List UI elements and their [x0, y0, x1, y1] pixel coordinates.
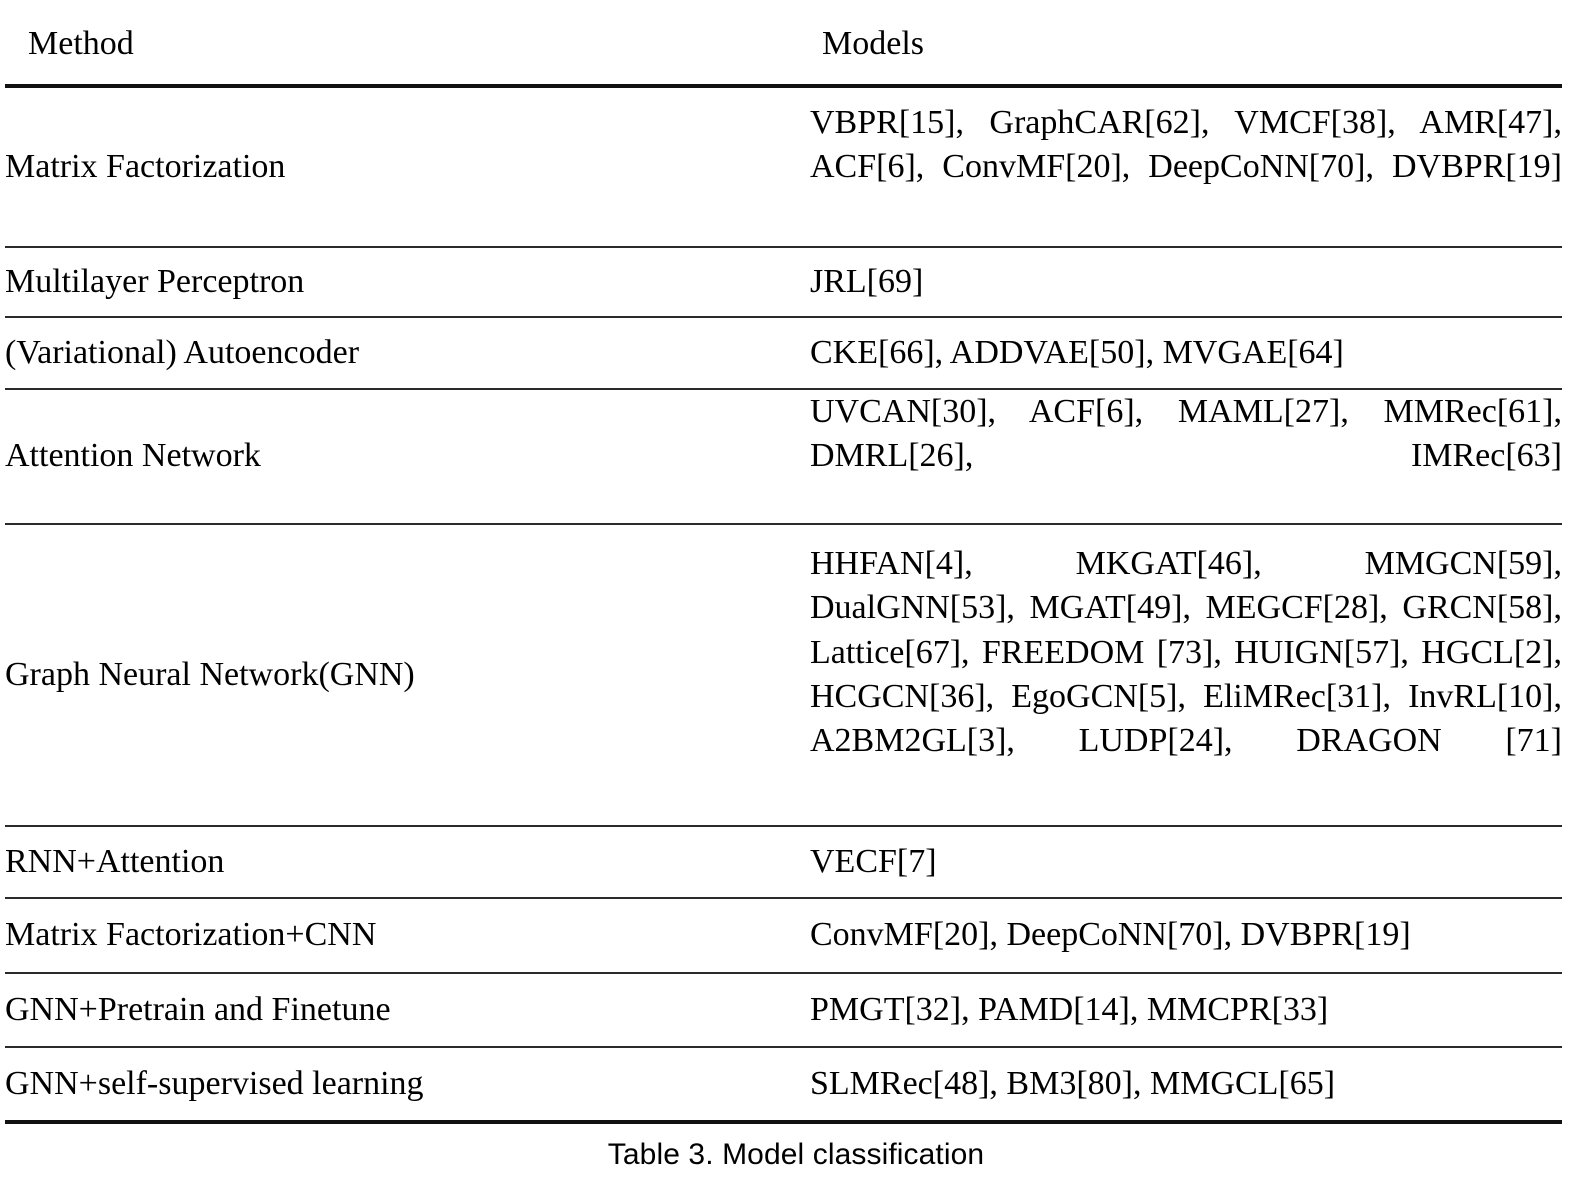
- models-text: CKE[66], ADDVAE[50], MVGAE[64]: [810, 334, 1344, 372]
- table-row: RNN+Attention VECF[7]: [5, 825, 1562, 899]
- cell-models-multilayer-perceptron: JRL[69]: [810, 247, 1562, 319]
- cell-method-matrix-factorization: Matrix Factorization: [5, 88, 810, 249]
- header-row: Method Models: [5, 8, 1562, 88]
- table-body: Matrix Factorization VBPR[15], GraphCAR[…: [5, 88, 1562, 1120]
- table-row: Graph Neural Network(GNN) HHFAN[4], MKGA…: [5, 523, 1562, 827]
- models-text: UVCAN[30], ACF[6], MAML[27], MMRec[61], …: [810, 393, 1562, 475]
- table-container: Method Models Matrix Factorization VBPR[…: [5, 8, 1562, 1124]
- cell-method-attention-network: Attention Network: [5, 389, 810, 525]
- cell-models-rnn-attention: VECF[7]: [810, 825, 1562, 899]
- cell-method-gnn-self-supervised: GNN+self-supervised learning: [5, 1064, 424, 1102]
- cell-models-gnn-self-supervised: SLMRec[48], BM3[80], MMGCL[65]: [810, 1047, 1562, 1120]
- models-text: VECF[7]: [810, 842, 937, 880]
- models-text: VBPR[15], GraphCAR[62], VMCF[38], AMR[47…: [810, 103, 1562, 186]
- table-row: GNN+Pretrain and Finetune PMGT[32], PAMD…: [5, 972, 1562, 1048]
- models-text: HHFAN[4], MKGAT[46], MMGCN[59], DualGNN[…: [810, 545, 1562, 759]
- cell-method-matrix-factorization-cnn: Matrix Factorization+CNN: [5, 897, 810, 974]
- cell-models-variational-autoencoder: CKE[66], ADDVAE[50], MVGAE[64]: [810, 317, 1562, 391]
- bottomrule-left: [5, 1117, 810, 1124]
- table-row: (Variational) Autoencoder CKE[66], ADDVA…: [5, 317, 1562, 391]
- table-row: GNN+self-supervised learning SLMRec[48],…: [5, 1047, 1562, 1120]
- table-row: Multilayer Perceptron JRL[69]: [5, 247, 1562, 319]
- cell-models-graph-neural-network: HHFAN[4], MKGAT[46], MMGCN[59], DualGNN[…: [810, 523, 1562, 827]
- column-header-method: Method: [5, 8, 810, 88]
- models-text: SLMRec[48], BM3[80], MMGCL[65]: [810, 1064, 1336, 1102]
- cell-method-variational-autoencoder: (Variational) Autoencoder: [5, 317, 810, 391]
- bottomrule-right: [810, 1117, 1562, 1124]
- table-header: Method Models: [5, 8, 1562, 88]
- table-row: Attention Network UVCAN[30], ACF[6], MAM…: [5, 389, 1562, 525]
- column-header-models: Models: [810, 8, 1562, 88]
- cell-models-attention-network: UVCAN[30], ACF[6], MAML[27], MMRec[61], …: [810, 389, 1562, 525]
- cell-method-multilayer-perceptron: Multilayer Perceptron: [5, 247, 810, 319]
- table-row: Matrix Factorization VBPR[15], GraphCAR[…: [5, 88, 1562, 249]
- cell-method-gnn-pretrain-finetune: GNN+Pretrain and Finetune: [5, 972, 810, 1048]
- model-classification-table: Method Models Matrix Factorization VBPR[…: [5, 8, 1562, 1124]
- table-row: Matrix Factorization+CNN ConvMF[20], Dee…: [5, 897, 1562, 974]
- table-caption: Table 3. Model classification: [607, 1138, 985, 1171]
- cell-method-graph-neural-network: Graph Neural Network(GNN): [5, 523, 810, 827]
- models-text: JRL[69]: [810, 263, 924, 301]
- models-text: ConvMF[20], DeepCoNN[70], DVBPR[19]: [810, 916, 1411, 954]
- cell-models-matrix-factorization-cnn: ConvMF[20], DeepCoNN[70], DVBPR[19]: [810, 897, 1562, 974]
- cell-method-rnn-attention: RNN+Attention: [5, 825, 810, 899]
- cell-models-matrix-factorization: VBPR[15], GraphCAR[62], VMCF[38], AMR[47…: [810, 88, 1562, 249]
- table-bottomrule: [5, 1117, 1562, 1124]
- models-text: PMGT[32], PAMD[14], MMCPR[33]: [810, 990, 1329, 1028]
- cell-models-gnn-pretrain-finetune: PMGT[32], PAMD[14], MMCPR[33]: [810, 972, 1562, 1048]
